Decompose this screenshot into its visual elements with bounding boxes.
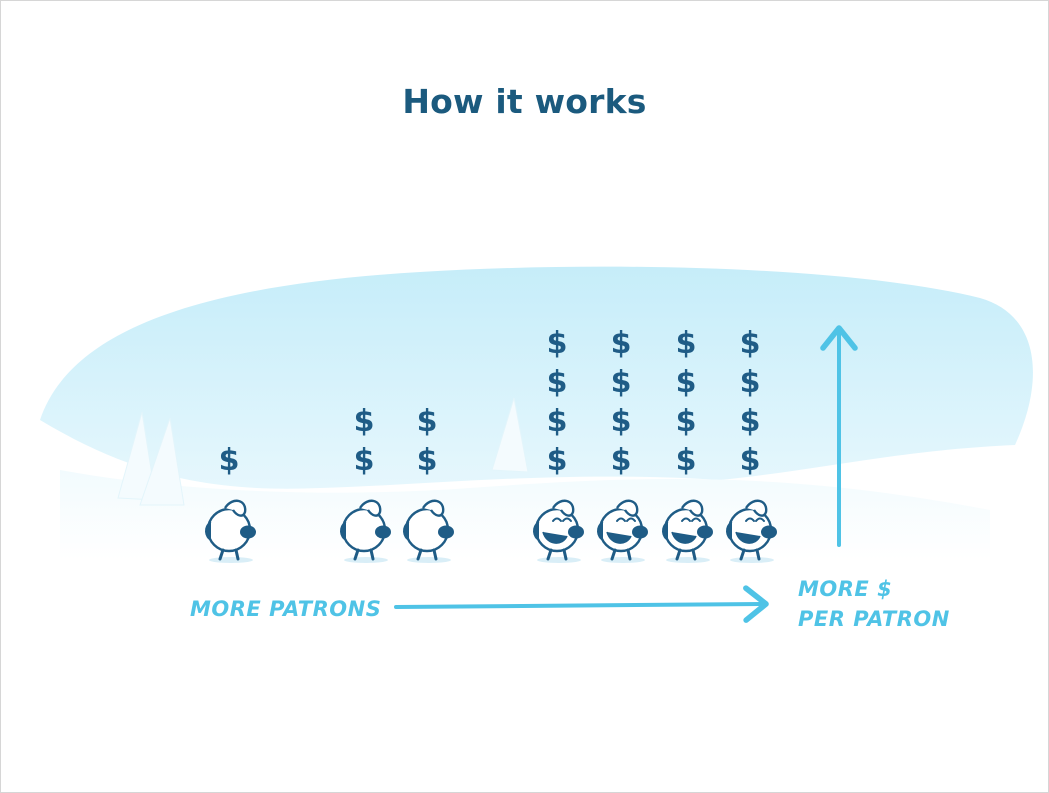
dollar-sign-icon: $ [547, 443, 568, 478]
page-title: How it works [402, 82, 647, 121]
patron-figure [533, 499, 584, 563]
more-dollars-label: MORE $ [798, 577, 892, 601]
dollar-sign-icon: $ [611, 443, 632, 478]
dollar-sign-icon: $ [740, 365, 761, 400]
per-patron-label: PER PATRON [798, 607, 950, 631]
more-patrons-arrow [394, 585, 769, 623]
patron-figures [205, 499, 777, 563]
dollar-sign-icon: $ [611, 365, 632, 400]
dollar-sign-icon: $ [740, 326, 761, 361]
dollar-sign-icon: $ [611, 326, 632, 361]
dollar-sign-icon: $ [547, 365, 568, 400]
dollar-sign-icon: $ [611, 404, 632, 439]
dollar-stacks: $ $ $ $ $ $ $ $ $ $ $ $ $ $ $ $ $ $ $ $ $ [219, 326, 761, 478]
dollar-sign-icon: $ [354, 443, 375, 478]
dollar-sign-icon: $ [354, 404, 375, 439]
patron-figure [662, 499, 713, 563]
dollar-sign-icon: $ [547, 326, 568, 361]
patron-figure [726, 499, 777, 563]
dollar-sign-icon: $ [547, 404, 568, 439]
dollar-sign-icon: $ [740, 443, 761, 478]
dollar-sign-icon: $ [676, 443, 697, 478]
dollar-sign-icon: $ [740, 404, 761, 439]
more-patrons-label: MORE PATRONS [190, 597, 381, 621]
dollar-sign-icon: $ [219, 443, 240, 478]
ice-spikes [117, 397, 529, 506]
patron-figure [403, 499, 454, 563]
patron-figure [340, 499, 391, 563]
dollar-sign-icon: $ [417, 404, 438, 439]
dollar-sign-icon: $ [676, 326, 697, 361]
sky-backdrop [40, 266, 1033, 489]
dollar-sign-icon: $ [676, 365, 697, 400]
dollar-sign-icon: $ [676, 404, 697, 439]
patron-figure [205, 499, 256, 563]
patron-figure [597, 499, 648, 563]
dollar-sign-icon: $ [417, 443, 438, 478]
snow-ground [60, 470, 990, 560]
